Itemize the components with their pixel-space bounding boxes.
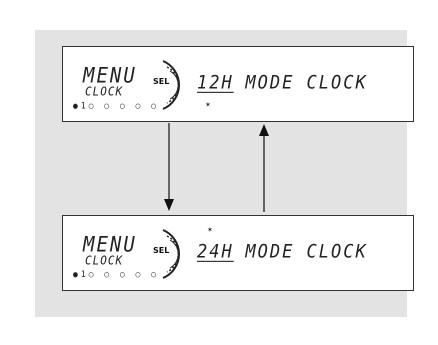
menu-label: MENU bbox=[83, 63, 137, 89]
mode-text: MODE CLOCK bbox=[245, 72, 368, 94]
down-arrow-icon bbox=[164, 123, 174, 211]
clock-label: CLOCK bbox=[85, 84, 124, 99]
selection-indicator-icon: ✶ bbox=[207, 226, 213, 234]
mode-line: 12H MODE CLOCK bbox=[197, 72, 368, 94]
sel-knob-icon bbox=[162, 60, 180, 110]
selection-indicator-icon: ✶ bbox=[205, 101, 211, 109]
mode-text: MODE CLOCK bbox=[245, 241, 368, 263]
sel-label: SEL bbox=[153, 77, 170, 86]
lcd-screen-12h: MENU CLOCK ●1○ ○ ○ ○ ○ SEL 12H MODE CLOC… bbox=[62, 46, 414, 122]
lcd-screen-24h: MENU CLOCK ●1○ ○ ○ ○ ○ SEL 24H MODE CLOC… bbox=[62, 215, 414, 291]
up-arrow-icon bbox=[259, 124, 269, 212]
sel-knob-icon bbox=[162, 229, 180, 279]
clock-label: CLOCK bbox=[85, 253, 124, 268]
mode-line: 24H MODE CLOCK bbox=[197, 241, 368, 263]
menu-label: MENU bbox=[83, 232, 137, 258]
mode-value: 24H bbox=[197, 241, 234, 263]
sel-label: SEL bbox=[153, 246, 170, 255]
mode-value: 12H bbox=[197, 72, 234, 94]
menu-position-dots: ●1○ ○ ○ ○ ○ bbox=[73, 100, 159, 111]
menu-position-dots: ●1○ ○ ○ ○ ○ bbox=[73, 269, 159, 280]
